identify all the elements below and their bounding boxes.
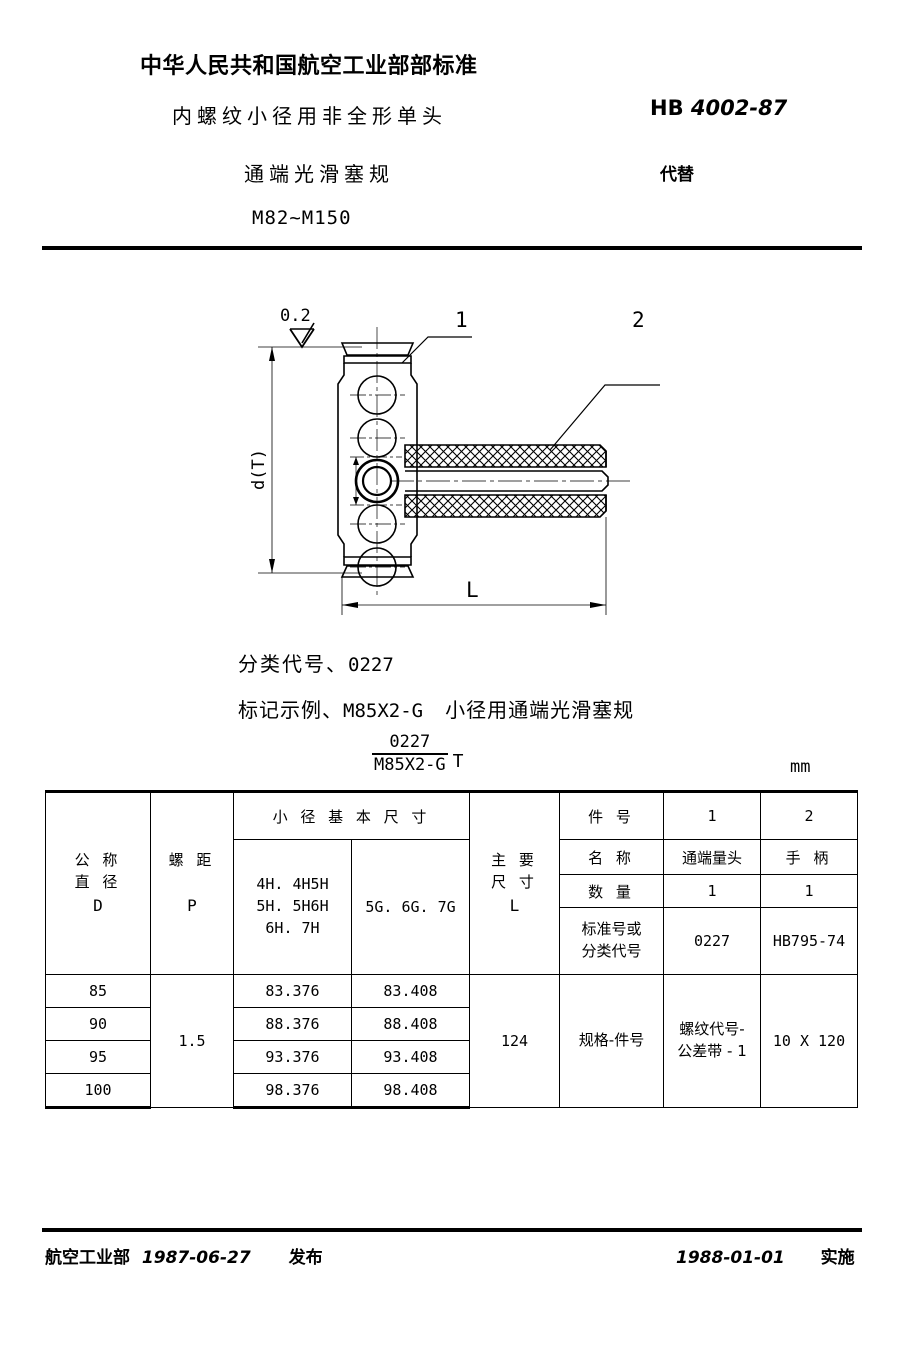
length-value: 124 xyxy=(469,974,560,1108)
parts-row-label-name: 名 称 xyxy=(559,839,664,875)
footer-issue-info: 航空工业部 1987-06-27 发布 xyxy=(45,1243,323,1268)
row-3-diameter: 100 xyxy=(45,1073,151,1109)
diameter-dimension-label: d(T) xyxy=(250,449,269,490)
replaces-label: 代替 xyxy=(660,165,694,185)
tolerance-class-group-a: 4H. 4H5H 5H. 5H6H 6H. 7H xyxy=(233,839,352,975)
plug-gauge-svg: 0.2 d(T) 1 2 L xyxy=(250,306,660,615)
table-row: 100 98.376 98.408 xyxy=(45,1073,858,1109)
main-dim-l2: 尺 寸 xyxy=(491,872,538,891)
part-1-spec-rule: 规格-件号 xyxy=(559,974,664,1108)
header-minor-diameter: 小 径 基 本 尺 寸 xyxy=(233,790,470,840)
table-row: 85 1.5 83.376 83.408 124 规格-件号 螺纹代号- 公差带… xyxy=(45,974,858,1108)
standard-number: HB 4002-87 xyxy=(650,96,787,120)
table-row: 4H. 4H5H 5H. 5H6H 6H. 7H 5G. 6G. 7G 名 称 … xyxy=(46,839,858,975)
marking-example-value: M85X2-G xyxy=(343,700,424,722)
unit-label: mm xyxy=(790,757,811,777)
parts-row-label-part-no: 件 号 xyxy=(559,790,664,840)
std-code-label-l2: 分类代号 xyxy=(581,942,642,960)
part-2-spec-rule: 螺纹代号- 公差带 - 1 xyxy=(663,974,761,1108)
row-0-minor-b: 83.408 xyxy=(351,974,470,1008)
row-0-minor-a: 83.376 xyxy=(233,974,352,1008)
part-1-spec-rule-l1: 规格-件号 xyxy=(578,1031,645,1050)
part-2-std-code: HB795-74 xyxy=(760,907,858,975)
header-pitch: 螺 距 P xyxy=(150,790,234,975)
row-1-diameter: 90 xyxy=(45,1007,151,1041)
main-dim-symbol: L xyxy=(509,895,520,915)
row-1-minor-b: 88.408 xyxy=(351,1007,470,1041)
callout-1-label: 1 xyxy=(455,308,468,332)
pitch-label: 螺 距 xyxy=(168,851,216,870)
fraction-bar xyxy=(372,752,448,755)
part-1-quantity: 1 xyxy=(663,874,761,908)
specification-table: 公 称 直 径 D 螺 距 P 小 径 基 本 尺 寸 主 要 xyxy=(45,790,858,1109)
marking-example-separator: 、 xyxy=(322,698,343,722)
part-2-name: 手 柄 xyxy=(760,839,858,875)
part-2-spec-rule-l2: 公差带 - 1 xyxy=(677,1042,747,1060)
row-2-diameter: 95 xyxy=(45,1040,151,1074)
classification-code-value: 0227 xyxy=(348,654,394,676)
size-range: M82~M150 xyxy=(252,207,352,229)
part-1-name: 通端量头 xyxy=(663,839,761,875)
fraction-body: 0227 M85X2-G xyxy=(372,733,448,774)
fraction-denominator: M85X2-G xyxy=(374,754,446,775)
nominal-diameter-symbol: D xyxy=(93,895,103,915)
footer-effective-date: 1988-01-01 xyxy=(676,1248,785,1268)
header-divider-rule xyxy=(42,246,862,250)
marking-example-description: 小径用通端光滑塞规 xyxy=(445,698,635,722)
length-dimension-label: L xyxy=(466,578,479,602)
part-2-spec-rule-l1: 螺纹代号- xyxy=(679,1020,745,1039)
table-row: 公 称 直 径 D 螺 距 P 小 径 基 本 尺 寸 主 要 xyxy=(45,790,858,975)
pitch-value: 1.5 xyxy=(150,974,234,1108)
row-2-minor-a: 93.376 xyxy=(233,1040,352,1074)
part-2-number: 2 xyxy=(760,790,858,840)
classification-code-line: 分类代号、0227 xyxy=(238,648,394,677)
parts-row-label-quantity: 数 量 xyxy=(559,874,664,908)
pitch-symbol: P xyxy=(187,895,197,915)
marking-example-label: 标记示例 xyxy=(238,698,322,722)
part-1-std-code: 0227 xyxy=(663,907,761,975)
fraction-numerator: 0227 xyxy=(389,732,431,752)
subject-line-1: 内螺纹小径用非全形单头 xyxy=(172,104,447,128)
standard-prefix: HB xyxy=(650,96,684,120)
tolerance-class-a-l1: 4H. 4H5H xyxy=(256,875,329,894)
plug-gauge-drawing: 0.2 d(T) 1 2 L xyxy=(250,285,680,625)
table-row: 90 88.376 88.408 xyxy=(45,1007,858,1041)
row-2-minor-b: 93.408 xyxy=(351,1040,470,1074)
footer-divider-rule xyxy=(42,1228,862,1232)
row-3-minor-a: 98.376 xyxy=(233,1073,352,1109)
table-row: 标准号或 分类代号 0227 HB795-74 xyxy=(46,907,858,975)
classification-code-label: 分类代号 xyxy=(238,652,326,676)
marking-example-line: 标记示例、M85X2-G 小径用通端光滑塞规 xyxy=(238,694,634,723)
ministry-title: 中华人民共和国航空工业部部标准 xyxy=(140,54,478,79)
tolerance-class-a-l3: 6H. 7H xyxy=(265,918,320,937)
nominal-diameter-l1: 公 称 xyxy=(74,851,122,870)
classification-code-separator: 、 xyxy=(326,652,348,676)
row-1-minor-a: 88.376 xyxy=(233,1007,352,1041)
main-dim-l1: 主 要 xyxy=(491,851,538,870)
row-3-minor-b: 98.408 xyxy=(351,1073,470,1109)
parts-row-label-std-code: 标准号或 分类代号 xyxy=(559,907,664,975)
subject-line-2: 通端光滑塞规 xyxy=(244,162,394,186)
footer-effective-info: 1988-01-01 实施 xyxy=(676,1243,855,1268)
footer-issue-date: 1987-06-27 xyxy=(141,1248,251,1268)
tolerance-class-group-b: 5G. 6G. 7G xyxy=(351,839,470,975)
footer-issue-action: 发布 xyxy=(288,1248,323,1268)
part-2-size: 10 X 120 xyxy=(760,974,858,1108)
header-main-dimension: 主 要 尺 寸 L xyxy=(469,790,560,975)
standard-number-value: 4002-87 xyxy=(690,96,788,120)
nominal-diameter-l2: 直 径 xyxy=(74,872,122,891)
surface-roughness-label: 0.2 xyxy=(280,306,311,326)
header-nominal-diameter: 公 称 直 径 D xyxy=(45,790,151,975)
callout-2-label: 2 xyxy=(632,308,645,332)
footer-effective-action: 实施 xyxy=(820,1248,855,1268)
marking-fraction: 0227 M85X2-G T xyxy=(372,733,464,774)
tolerance-class-a-l2: 5H. 5H6H xyxy=(256,897,329,916)
table-row: 数 量 1 1 xyxy=(46,874,858,908)
part-2-quantity: 1 xyxy=(760,874,858,908)
footer-issuer: 航空工业部 xyxy=(45,1248,130,1268)
fraction-suffix: T xyxy=(452,751,464,773)
part-1-number: 1 xyxy=(663,790,761,840)
std-code-label-l1: 标准号或 xyxy=(581,920,642,939)
row-0-diameter: 85 xyxy=(45,974,151,1008)
